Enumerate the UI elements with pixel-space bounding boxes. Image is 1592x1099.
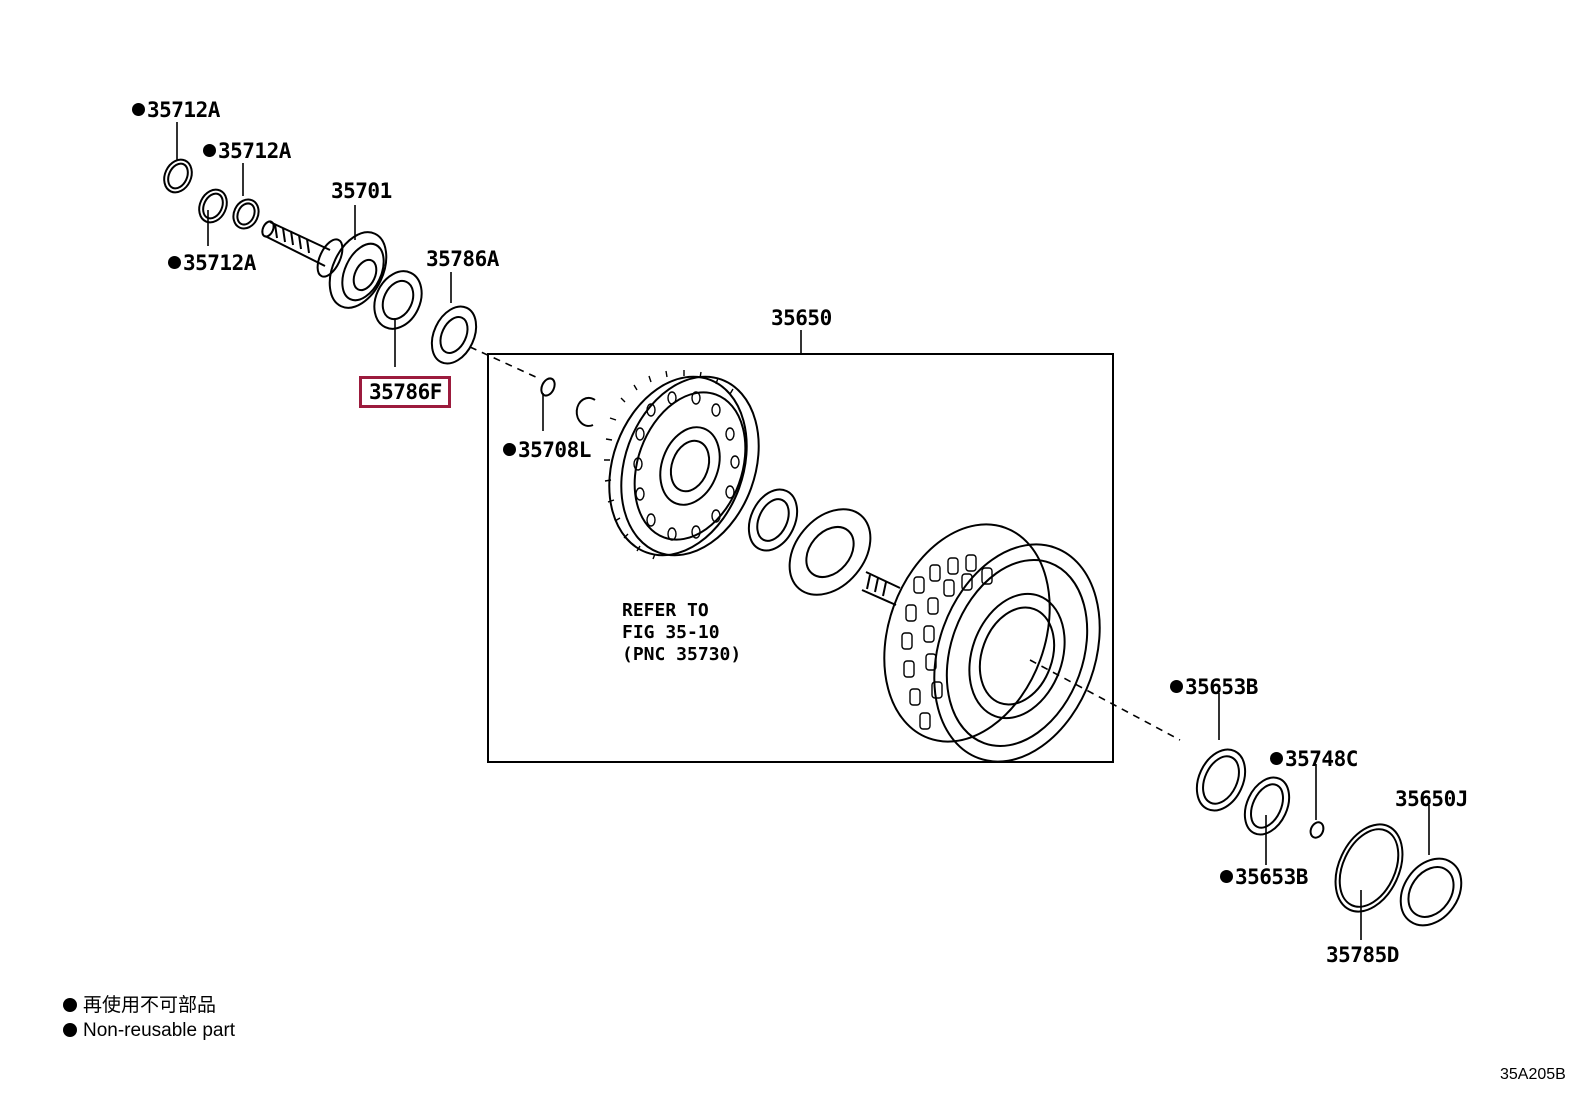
non-reusable-dot-icon bbox=[1270, 752, 1283, 765]
non-reusable-dot-icon bbox=[503, 443, 516, 456]
part-label-35712a[interactable]: 35712A bbox=[203, 141, 291, 162]
part-label-35653b[interactable]: 35653B bbox=[1220, 867, 1308, 888]
race-35650j bbox=[1399, 857, 1463, 927]
dashed-axis-lines bbox=[469, 346, 1181, 741]
inner-bearing bbox=[747, 488, 799, 552]
part-label-35786f[interactable]: 35786F bbox=[369, 380, 442, 404]
non-reusable-dot-icon bbox=[203, 144, 216, 157]
part-label-35653b[interactable]: 35653B bbox=[1170, 677, 1258, 698]
non-reusable-dot-icon bbox=[1170, 680, 1183, 693]
race-35786a bbox=[430, 305, 478, 365]
legend: 再使用不可部品 Non-reusable part bbox=[63, 993, 235, 1043]
assembly-box-35650 bbox=[487, 353, 1114, 763]
snap-rings-35712a bbox=[163, 158, 260, 230]
legend-row-japanese: 再使用不可部品 bbox=[63, 993, 235, 1018]
reference-note: REFER TO FIG 35-10 (PNC 35730) bbox=[622, 600, 742, 665]
legend-row-english: Non-reusable part bbox=[63, 1018, 235, 1043]
part-label-35650j[interactable]: 35650J bbox=[1395, 787, 1468, 811]
non-reusable-dot-icon bbox=[63, 998, 77, 1012]
o-ring-35748c bbox=[1309, 821, 1325, 839]
part-label-35712a[interactable]: 35712A bbox=[168, 253, 256, 274]
part-label-35748c[interactable]: 35748C bbox=[1270, 749, 1358, 770]
o-ring-35708l bbox=[540, 377, 556, 397]
bearing-35785d bbox=[1334, 823, 1404, 913]
input-shaft-35701 bbox=[261, 220, 388, 309]
snap-ring-small bbox=[575, 396, 596, 427]
seal-ring-35653b-1 bbox=[1195, 748, 1247, 812]
non-reusable-dot-icon bbox=[63, 1023, 77, 1037]
inner-race bbox=[788, 508, 872, 596]
part-label-35785d[interactable]: 35785D bbox=[1326, 943, 1399, 967]
seal-ring-35653b-2 bbox=[1243, 776, 1291, 836]
non-reusable-dot-icon bbox=[168, 256, 181, 269]
leader-lines bbox=[176, 122, 1430, 940]
clutch-drum bbox=[861, 523, 1101, 763]
part-label-35708l[interactable]: 35708L bbox=[503, 440, 591, 461]
non-reusable-dot-icon bbox=[1220, 870, 1233, 883]
part-label-35701[interactable]: 35701 bbox=[331, 179, 392, 203]
figure-number: 35A205B bbox=[1500, 1066, 1566, 1083]
gear-assembly-35730 bbox=[604, 370, 760, 560]
non-reusable-dot-icon bbox=[132, 103, 145, 116]
part-label-35786a[interactable]: 35786A bbox=[426, 247, 499, 271]
part-label-35650[interactable]: 35650 bbox=[771, 306, 832, 330]
bearing-35786f bbox=[373, 270, 423, 330]
part-label-35712a[interactable]: 35712A bbox=[132, 100, 220, 121]
highlight-frame bbox=[359, 376, 451, 408]
